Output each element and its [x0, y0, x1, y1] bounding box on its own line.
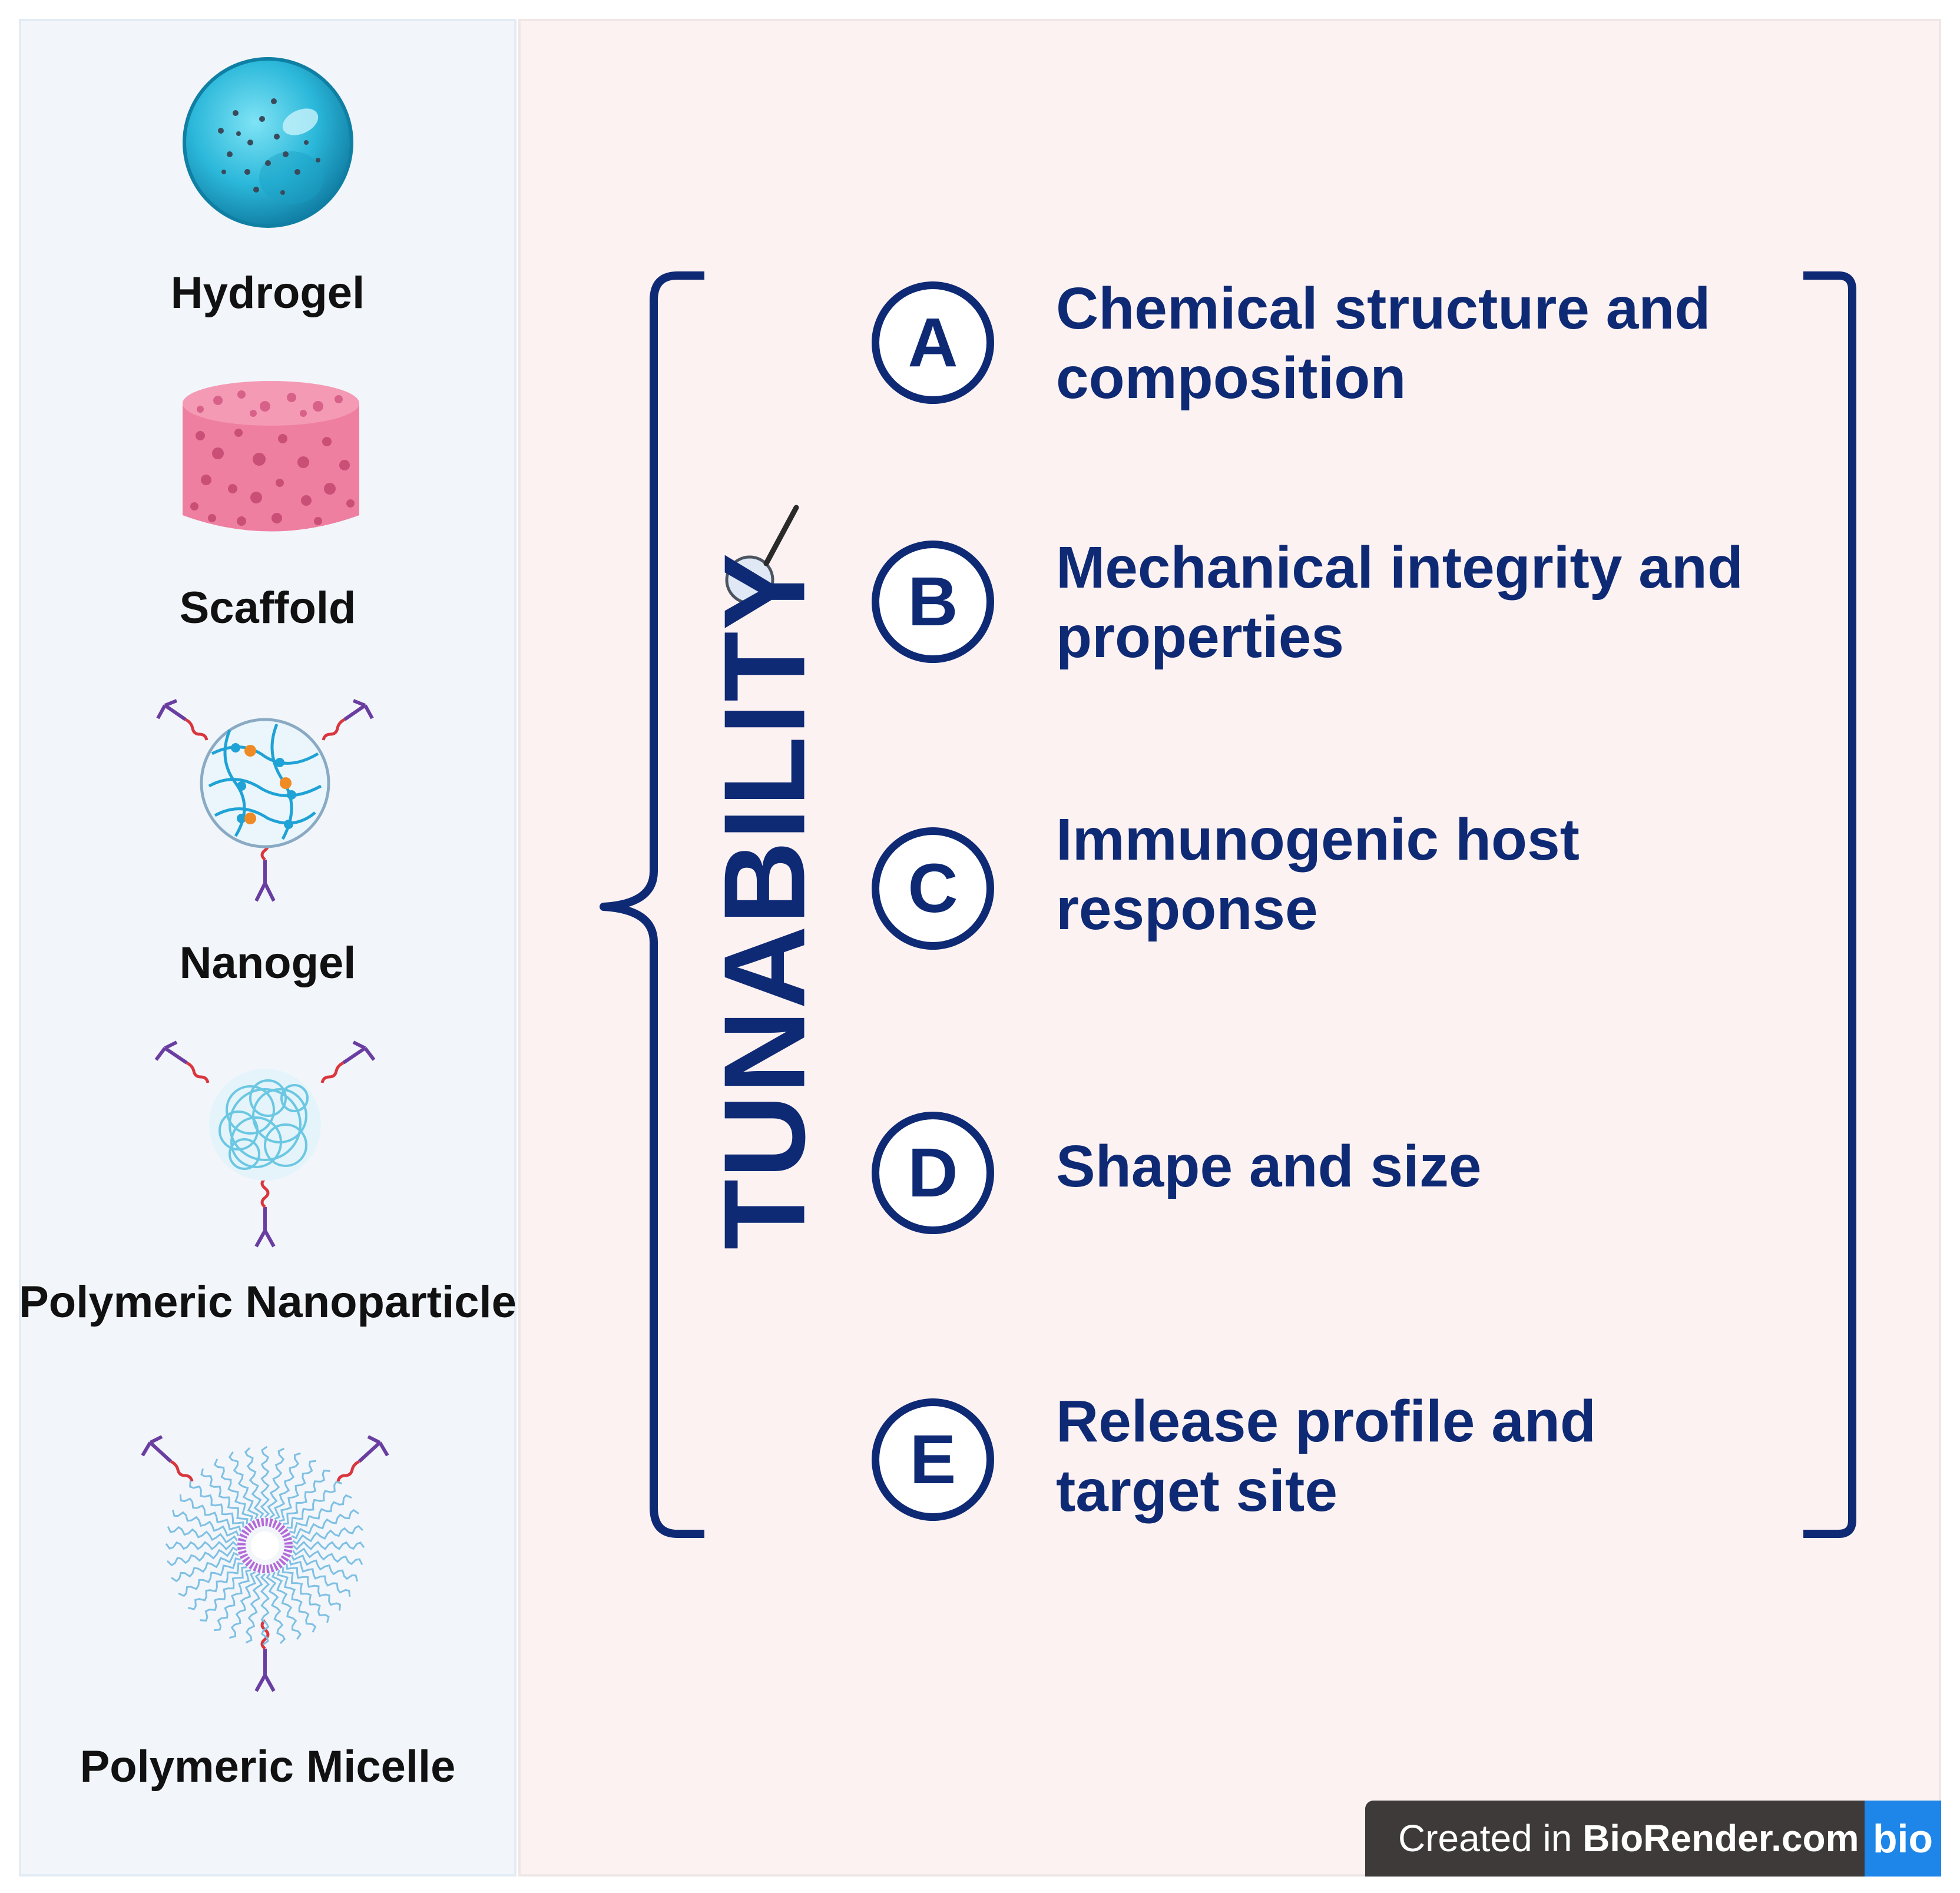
item-a-text: Chemical structure and composition: [1056, 276, 1711, 411]
magnifier-icon: [725, 505, 799, 605]
badge-b: B: [872, 541, 994, 663]
item-b-text: Mechanical integrity and properties: [1056, 535, 1743, 670]
nanogel-network-icon: [153, 683, 377, 907]
nanogel-label: Nanogel: [179, 938, 356, 988]
polymeric-micelle-icon: [135, 1425, 395, 1696]
scaffold-label: Scaffold: [179, 583, 356, 633]
credit-brand: BioRender.com: [1582, 1817, 1859, 1859]
credit-text: Created in BioRender.com: [1398, 1801, 1859, 1877]
biorender-logo-icon: bio: [1865, 1801, 1941, 1877]
badge-c: C: [872, 827, 994, 950]
item-c-text: Immunogenic host response: [1056, 807, 1580, 942]
biorender-credit: Created in BioRender.com bio: [1365, 1801, 1941, 1877]
badge-d: D: [872, 1112, 994, 1234]
credit-prefix: Created in: [1398, 1817, 1583, 1859]
square-bracket-right: [1803, 271, 1856, 1538]
hydrogel-label: Hydrogel: [170, 268, 365, 318]
polymeric-micelle-label: Polymeric Micelle: [80, 1742, 456, 1792]
tunability-panel: [518, 19, 1941, 1877]
badge-e: E: [872, 1398, 994, 1521]
curly-brace-left: [600, 271, 704, 1538]
polymeric-nanoparticle-icon: [150, 1027, 380, 1251]
hydrogel-sphere-icon: [180, 54, 356, 231]
item-e-text: Release profile and target site: [1056, 1388, 1596, 1524]
polymeric-nanoparticle-label: Polymeric Nanoparticle: [19, 1277, 517, 1327]
badge-a: A: [872, 281, 994, 404]
item-d-text: Shape and size: [1056, 1133, 1482, 1199]
porous-scaffold-icon: [177, 377, 365, 542]
